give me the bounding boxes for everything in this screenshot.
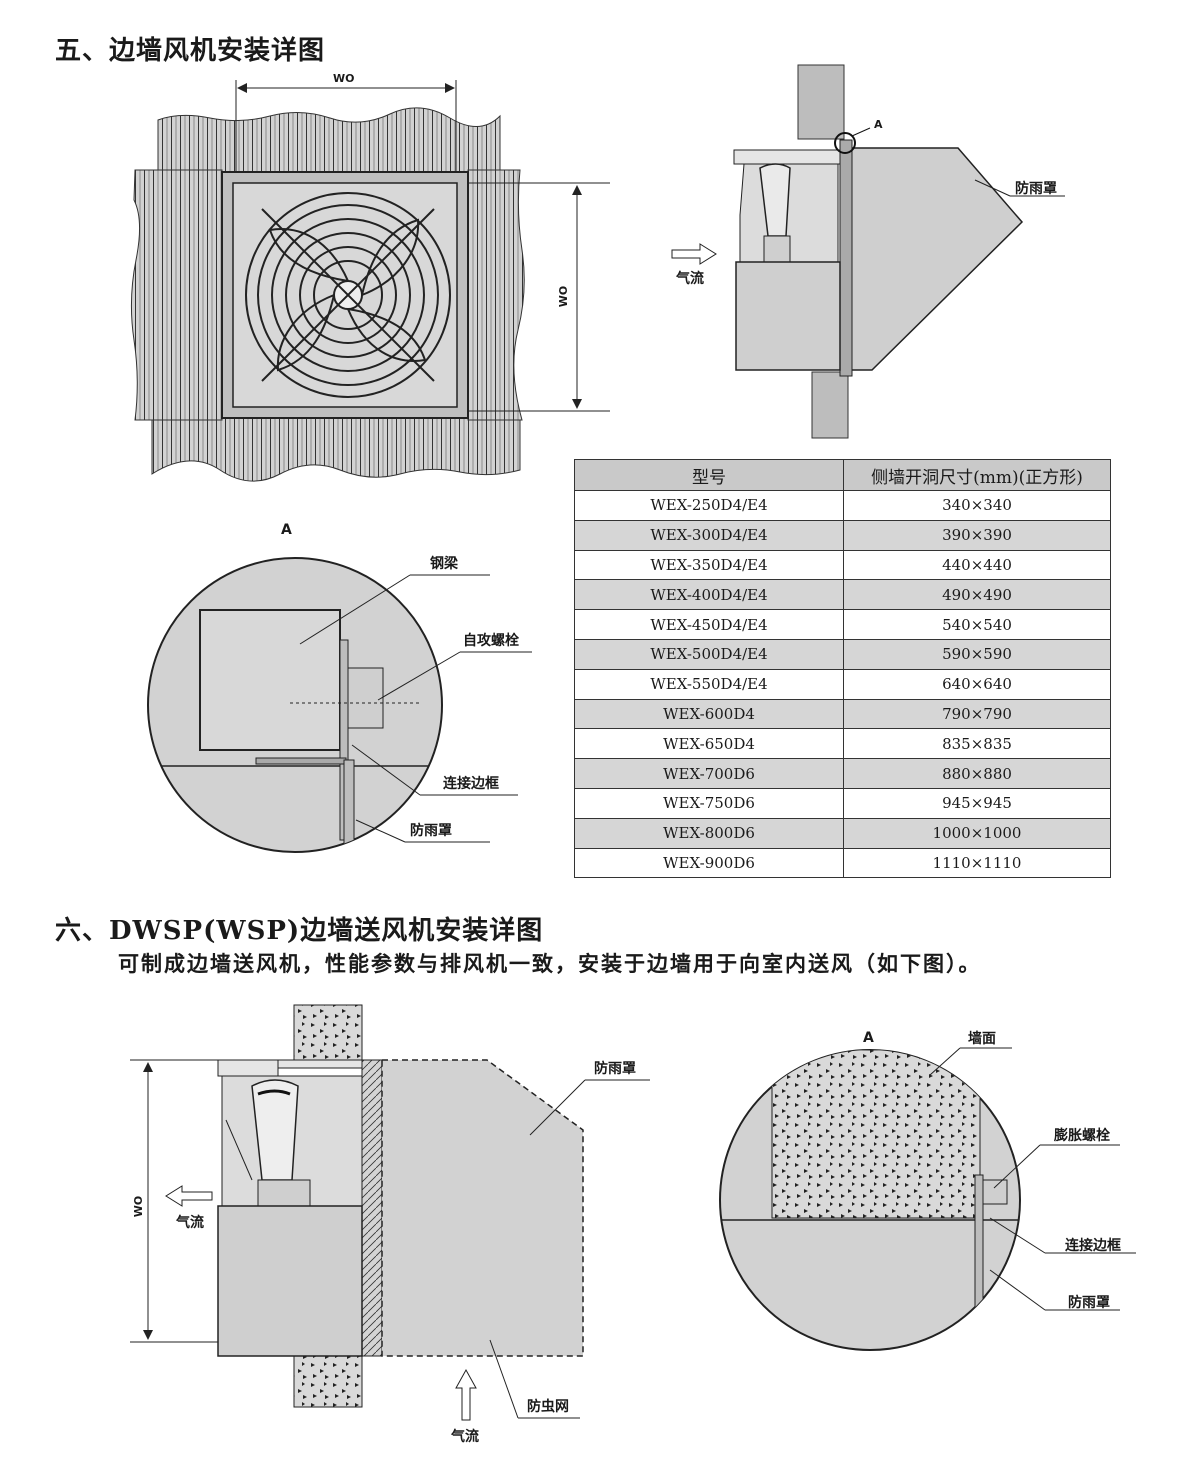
table-cell-size: 880×880	[843, 758, 1111, 789]
expansion-bolt-label: 膨胀螺栓	[1054, 1128, 1110, 1144]
table-cell-model: WEX-350D4/E4	[574, 549, 844, 581]
detail-a-title: A	[281, 522, 292, 538]
rain-cover-detail-label: 防雨罩	[410, 823, 452, 839]
wo-label-horizontal: WO	[333, 72, 355, 85]
airflow-label: 气流	[676, 271, 704, 287]
section6-title: 六、DWSP(WSP)边墙送风机安装详图	[55, 916, 544, 946]
table-cell-size: 540×540	[843, 609, 1111, 640]
table-header-size: 侧墙开洞尺寸(mm)(正方形)	[843, 459, 1111, 491]
steel-beam-label: 钢梁	[430, 556, 458, 572]
connecting-frame-label: 连接边框	[443, 776, 499, 792]
wall-surface-label: 墙面	[968, 1031, 996, 1047]
section5-title: 五、边墙风机安装详图	[55, 36, 326, 66]
detail-marker-a-top: A	[874, 118, 883, 131]
section6-subtitle: 可制成边墙送风机，性能参数与排风机一致，安装于边墙用于向室内送风（如下图）。	[118, 952, 982, 976]
table-header-model: 型号	[574, 459, 844, 491]
supply-rain-cover-detail-label: 防雨罩	[1068, 1295, 1110, 1311]
table-cell-size: 1000×1000	[843, 817, 1111, 849]
supply-detail-a-marker: A	[863, 1030, 874, 1046]
table-cell-size: 1110×1110	[843, 847, 1111, 879]
table-cell-model: WEX-400D4/E4	[574, 579, 844, 611]
table-cell-model: WEX-900D6	[574, 847, 844, 879]
supply-rain-cover-label: 防雨罩	[594, 1061, 636, 1077]
table-cell-size: 640×640	[843, 668, 1111, 700]
table-cell-size: 945×945	[843, 787, 1111, 819]
supply-airflow-bottom-label: 气流	[451, 1429, 479, 1445]
table-cell-size: 340×340	[843, 490, 1111, 521]
table-cell-model: WEX-650D4	[574, 728, 844, 760]
insect-screen-label: 防虫网	[527, 1399, 569, 1415]
table-cell-model: WEX-800D6	[574, 817, 844, 849]
self-tapping-bolt-label: 自攻螺栓	[463, 633, 519, 649]
rain-cover-label: 防雨罩	[1015, 181, 1057, 197]
table-cell-size: 835×835	[843, 728, 1111, 760]
table-cell-size: 590×590	[843, 638, 1111, 670]
supply-airflow-left-label: 气流	[176, 1215, 204, 1231]
supply-connecting-frame-label: 连接边框	[1065, 1238, 1121, 1254]
table-cell-model: WEX-450D4/E4	[574, 609, 844, 640]
table-cell-size: 490×490	[843, 579, 1111, 611]
table-cell-model: WEX-300D4/E4	[574, 519, 844, 551]
table-cell-size: 390×390	[843, 519, 1111, 551]
